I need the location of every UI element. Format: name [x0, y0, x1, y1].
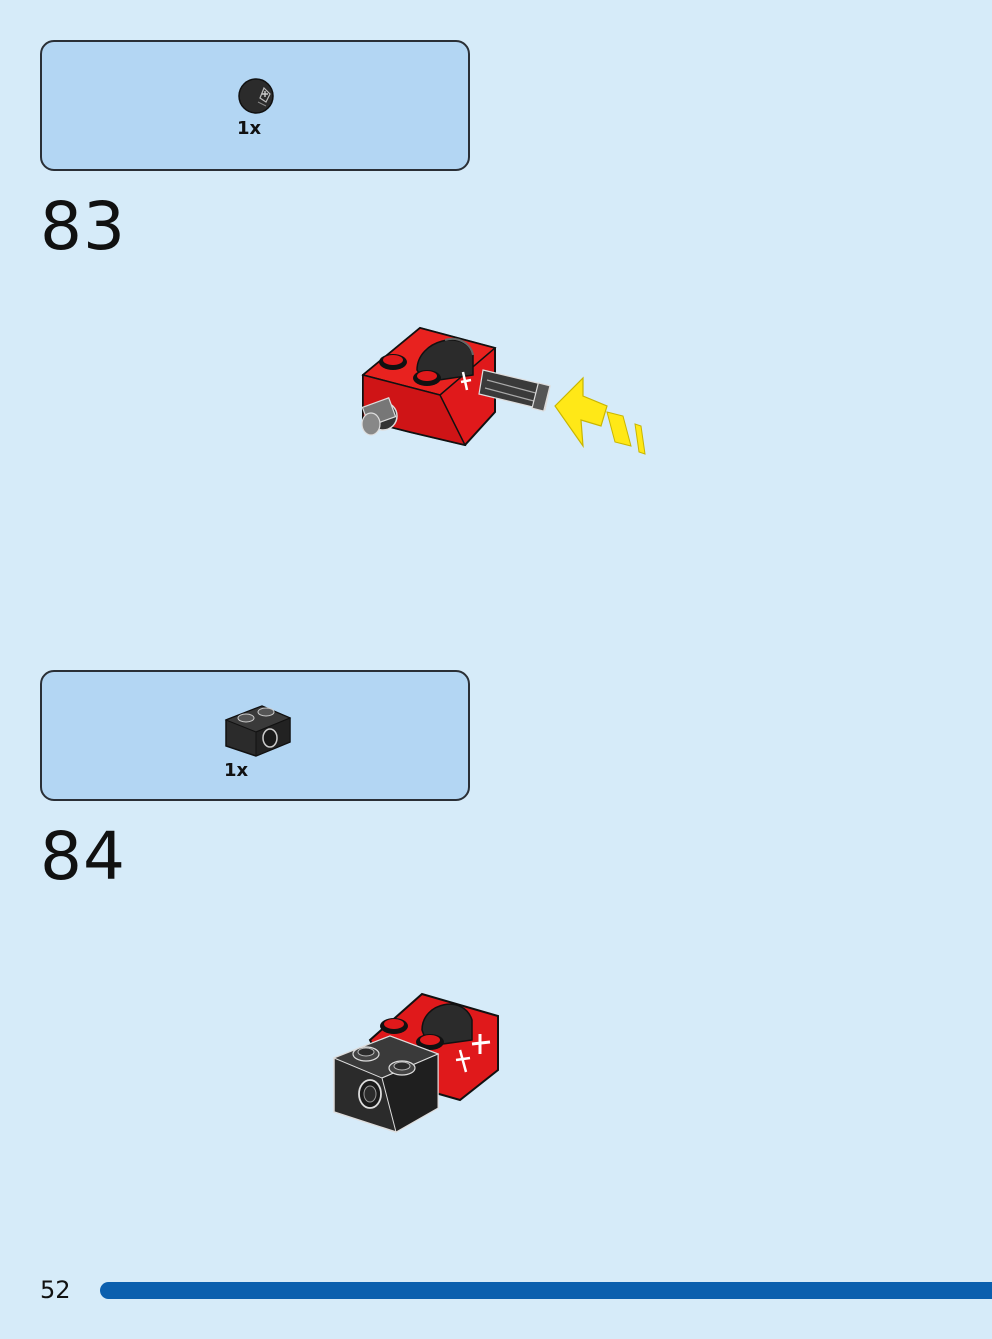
assembly-illustration-84	[332, 992, 499, 1133]
progress-bar	[100, 1282, 992, 1299]
step-number: 83	[40, 188, 126, 265]
technic-brick-icon	[224, 705, 292, 757]
parts-callout: 1x	[40, 40, 470, 171]
parts-callout: 1x	[40, 670, 470, 801]
part-quantity: 1x	[224, 760, 249, 781]
technic-bush-icon	[238, 78, 274, 114]
assembly-illustration-83	[361, 326, 646, 455]
part-quantity: 1x	[237, 118, 262, 139]
page-number: 52	[40, 1276, 71, 1304]
step-number: 84	[40, 818, 126, 895]
